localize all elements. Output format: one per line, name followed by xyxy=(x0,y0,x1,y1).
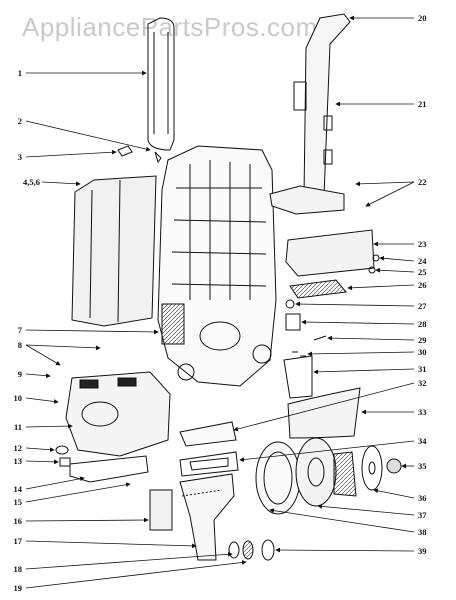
filter-pad-part xyxy=(149,489,173,531)
callout-18: 18 xyxy=(14,564,23,574)
callout-11: 11 xyxy=(14,422,22,432)
callout-22: 22 xyxy=(418,177,427,187)
callout-23: 23 xyxy=(418,239,427,249)
callout-12: 12 xyxy=(14,443,23,453)
callout-32: 32 xyxy=(418,378,427,388)
right-callouts: 20 21 22 23 24 25 26 27 28 29 30 31 32 3… xyxy=(418,13,427,556)
callout-31: 31 xyxy=(418,364,427,374)
callout-20: 20 xyxy=(418,13,427,23)
callout-17: 17 xyxy=(14,536,23,546)
o-ring-part xyxy=(242,540,254,560)
callout-14: 14 xyxy=(14,484,23,494)
handle-part xyxy=(293,13,351,205)
cord-frame-part xyxy=(147,17,175,151)
callout-7: 7 xyxy=(18,325,23,335)
screw-part xyxy=(372,254,380,262)
duct-part xyxy=(283,355,313,399)
seal-part xyxy=(261,539,275,561)
curved-cover-part xyxy=(287,387,361,439)
callout-8: 8 xyxy=(18,340,22,350)
switch-part xyxy=(285,313,301,331)
callout-34: 34 xyxy=(418,436,427,446)
main-body-housing xyxy=(157,145,277,387)
left-leader-lines xyxy=(25,70,247,589)
front-housing-part xyxy=(65,371,171,457)
filter-part xyxy=(289,279,347,299)
callout-19: 19 xyxy=(14,583,23,593)
frame-gasket-part xyxy=(179,451,239,477)
callout-15: 15 xyxy=(14,497,23,507)
bumper-part xyxy=(69,455,149,483)
callout-24: 24 xyxy=(418,256,427,266)
spring-part xyxy=(292,335,327,357)
callout-35: 35 xyxy=(418,461,427,471)
callout-25: 25 xyxy=(418,267,427,277)
callout-38: 38 xyxy=(418,527,427,537)
watermark: AppliancePartsPros.com xyxy=(22,12,318,42)
callout-9: 9 xyxy=(18,369,22,379)
callout-26: 26 xyxy=(418,280,427,290)
rear-cover-panel xyxy=(71,175,157,327)
washer-part xyxy=(285,299,295,309)
bracket-part xyxy=(117,145,133,157)
gasket-plate-part xyxy=(179,421,237,447)
callout-4-5-6: 4,5,6 xyxy=(23,177,40,187)
callout-21: 21 xyxy=(418,99,427,109)
callout-37: 37 xyxy=(418,510,427,520)
caster-part xyxy=(55,445,69,455)
callout-13: 13 xyxy=(14,456,23,466)
motor-assembly xyxy=(255,437,402,515)
callout-2: 2 xyxy=(18,116,22,126)
callout-3: 3 xyxy=(18,152,22,162)
ring-part xyxy=(228,541,240,559)
clip-part xyxy=(154,151,162,164)
callout-33: 33 xyxy=(418,407,427,417)
handle-base-part xyxy=(269,185,345,215)
callout-28: 28 xyxy=(418,319,427,329)
nozzle-part xyxy=(179,473,235,561)
top-assembly-part xyxy=(285,229,375,277)
callout-27: 27 xyxy=(418,301,427,311)
callout-36: 36 xyxy=(418,493,427,503)
callout-1: 1 xyxy=(18,68,22,78)
callout-29: 29 xyxy=(418,335,427,345)
callout-30: 30 xyxy=(418,347,427,357)
right-leader-lines xyxy=(233,15,415,553)
callout-39: 39 xyxy=(418,546,427,556)
callout-16: 16 xyxy=(14,516,23,526)
callout-10: 10 xyxy=(14,393,23,403)
left-callouts: 1 2 3 4,5,6 7 8 9 10 11 12 13 14 15 16 1… xyxy=(14,68,41,593)
